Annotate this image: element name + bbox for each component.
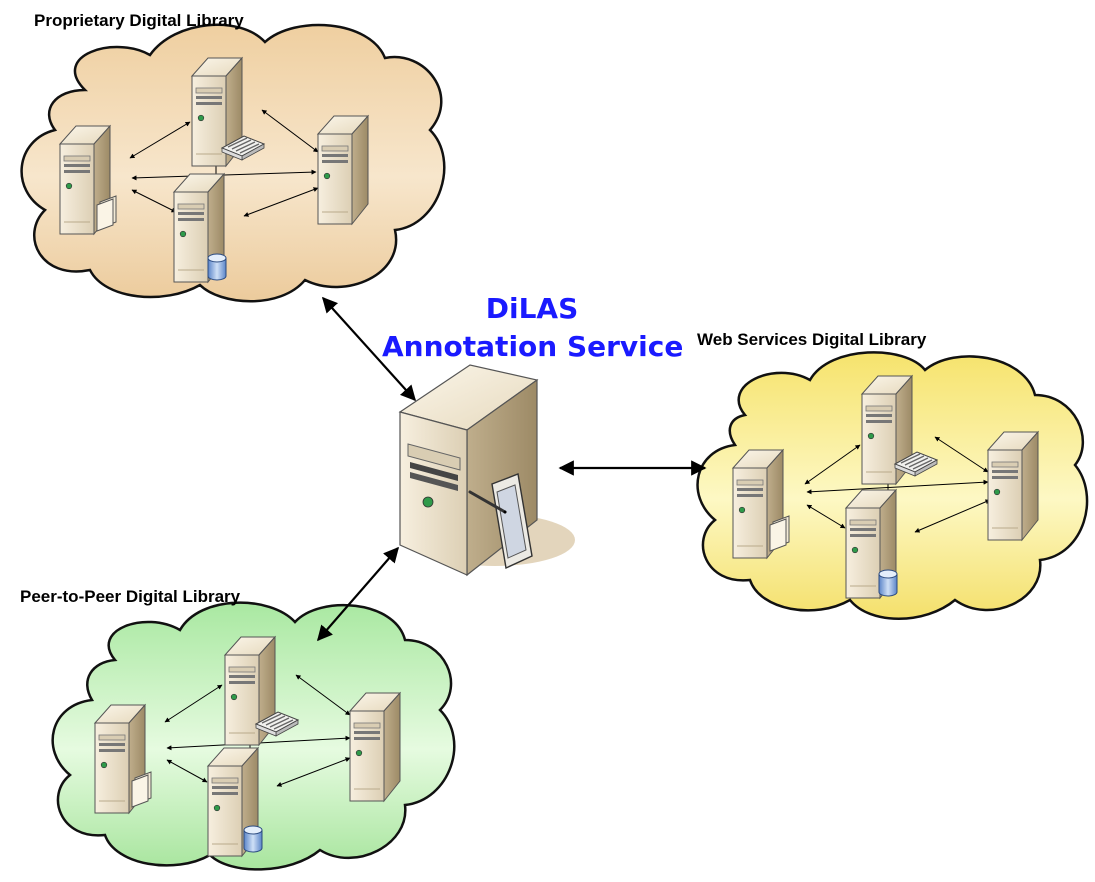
database-icon [207, 253, 227, 281]
proprietary-library-label: Proprietary Digital Library [34, 11, 244, 30]
server-icon [987, 431, 1039, 541]
dilas-title: DiLAS Annotation Service [382, 290, 684, 366]
web-services-library-label: Web Services Digital Library [697, 330, 927, 349]
main-links [316, 296, 707, 642]
server-icon [398, 364, 539, 577]
server-icon [317, 115, 369, 225]
dilas-title-line2: Annotation Service [382, 330, 684, 363]
proprietary-cloud [20, 23, 446, 303]
p2p-library-label: Peer-to-Peer Digital Library [20, 587, 241, 606]
tablet-pen-icon [468, 473, 533, 570]
central-server [398, 364, 575, 577]
server-icon [349, 692, 401, 802]
database-icon [878, 569, 898, 597]
p2p-links [164, 674, 351, 787]
web-services-links [804, 436, 991, 533]
database-icon [243, 825, 263, 853]
dilas-title-line1: DiLAS [485, 292, 579, 325]
